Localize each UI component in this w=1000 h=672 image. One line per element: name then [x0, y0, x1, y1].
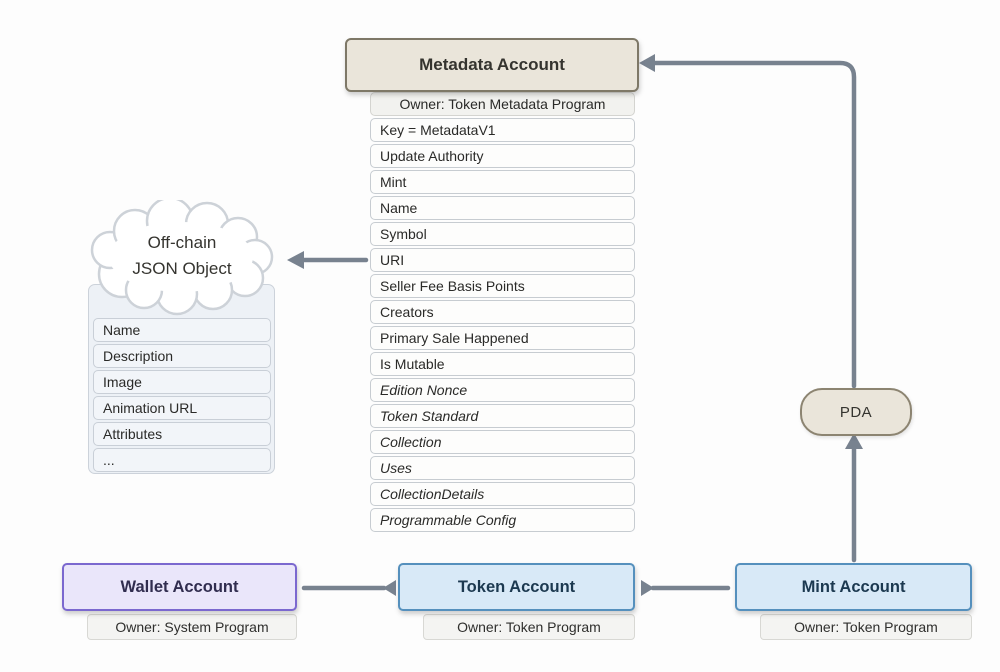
- metadata-field-row: Key = MetadataV1: [370, 118, 635, 142]
- wallet-account-title: Wallet Account: [120, 577, 239, 596]
- mint-account-box: Mint Account: [735, 563, 972, 611]
- arrowhead-into-cloud: [287, 251, 304, 269]
- pda-pill: PDA: [800, 388, 912, 436]
- token-account-title: Token Account: [457, 577, 576, 596]
- metadata-field-row: Edition Nonce: [370, 378, 635, 402]
- offchain-item: Name: [93, 318, 271, 342]
- token-account-box: Token Account: [398, 563, 635, 611]
- offchain-object-title: Off-chain JSON Object: [80, 230, 284, 282]
- wallet-account-box: Wallet Account: [62, 563, 297, 611]
- metadata-field-row: Name: [370, 196, 635, 220]
- metadata-field-row: Is Mutable: [370, 352, 635, 376]
- metadata-field-row: Seller Fee Basis Points: [370, 274, 635, 298]
- metadata-field-row: Primary Sale Happened: [370, 326, 635, 350]
- arrowhead-into-metadata-account: [639, 54, 655, 72]
- metadata-field-row: Collection: [370, 430, 635, 454]
- arrow-pda-to-metadata-account: [651, 60, 857, 389]
- connector-head-at-token-right: [641, 580, 654, 596]
- pda-label: PDA: [839, 403, 873, 421]
- offchain-title-line1: Off-chain: [147, 233, 217, 252]
- metadata-owner-row: Owner: Token Metadata Program: [370, 92, 635, 116]
- metadata-field-row-uri: URI: [370, 248, 635, 272]
- offchain-item-list: Name Description Image Animation URL Att…: [93, 318, 271, 474]
- metadata-field-row: CollectionDetails: [370, 482, 635, 506]
- offchain-title-line2: JSON Object: [132, 259, 232, 278]
- mint-owner-tag: Owner: Token Program: [760, 614, 972, 640]
- offchain-item: Image: [93, 370, 271, 394]
- metadata-field-list: Owner: Token Metadata Program Key = Meta…: [370, 92, 635, 534]
- metadata-account-box: Metadata Account: [345, 38, 639, 92]
- metadata-field-row: Update Authority: [370, 144, 635, 168]
- metadata-field-row: Creators: [370, 300, 635, 324]
- metadata-field-row: Uses: [370, 456, 635, 480]
- wallet-owner-tag: Owner: System Program: [87, 614, 297, 640]
- cloud-shape: [80, 196, 284, 318]
- offchain-item: Animation URL: [93, 396, 271, 420]
- offchain-item-ellipsis: ...: [93, 448, 271, 472]
- metadata-field-row: Programmable Config: [370, 508, 635, 532]
- offchain-item: Attributes: [93, 422, 271, 446]
- metadata-field-row: Mint: [370, 170, 635, 194]
- mint-account-title: Mint Account: [801, 577, 906, 596]
- offchain-item: Description: [93, 344, 271, 368]
- metadata-account-title: Metadata Account: [419, 55, 565, 74]
- token-owner-tag: Owner: Token Program: [423, 614, 635, 640]
- metadata-field-row: Symbol: [370, 222, 635, 246]
- connector-head-at-token-left: [383, 580, 396, 596]
- metadata-field-row: Token Standard: [370, 404, 635, 428]
